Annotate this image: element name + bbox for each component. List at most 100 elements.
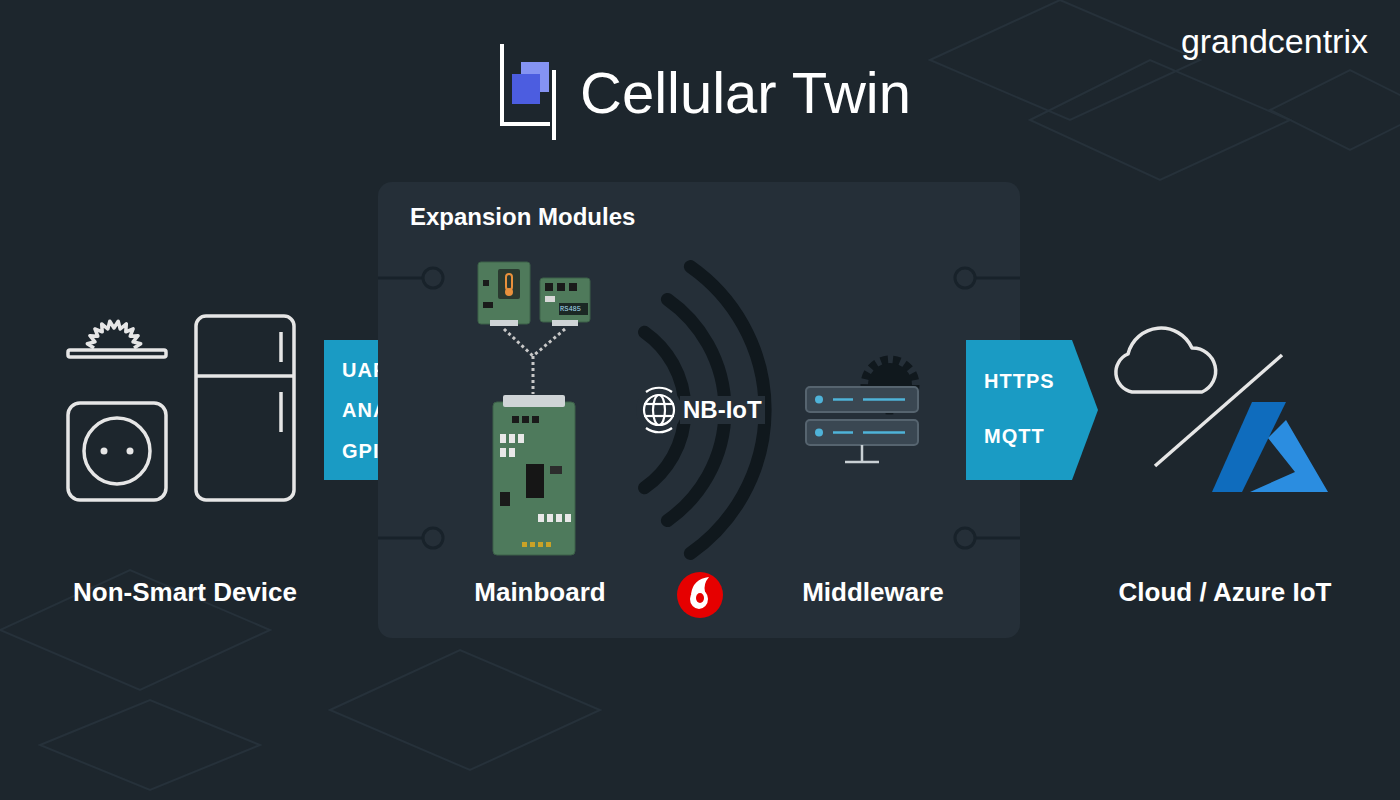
fridge-handle xyxy=(279,332,283,362)
fridge-divider xyxy=(196,374,294,378)
drawing-part xyxy=(646,388,672,392)
drawing-part xyxy=(522,542,527,547)
drawing-part xyxy=(378,268,1020,548)
component-label: Mainboard xyxy=(474,576,605,608)
drawing-part xyxy=(833,400,905,433)
component-group: Non-Smart Device xyxy=(40,300,330,620)
interface-arrow: HTTPSMQTT xyxy=(966,340,1098,480)
drawing-part xyxy=(691,577,709,594)
component-group: Middleware xyxy=(783,352,963,614)
nbiot-globe xyxy=(636,387,682,433)
drawing-part xyxy=(636,387,682,433)
cloud-azure-icons xyxy=(1090,310,1360,620)
drawing-part xyxy=(552,70,556,140)
drawing-part xyxy=(677,572,723,618)
drawing-part xyxy=(1030,60,1290,180)
drawing-part xyxy=(509,448,515,457)
saw-blade xyxy=(87,321,140,348)
drawing-part xyxy=(500,434,506,443)
drawing-part xyxy=(526,464,544,498)
drawing-part xyxy=(545,296,555,302)
drawing-part xyxy=(503,395,565,407)
drawing-part xyxy=(863,431,905,434)
drawing-part xyxy=(833,431,853,434)
drawing-part xyxy=(330,650,600,770)
drawing-part xyxy=(545,283,553,291)
drawing-part xyxy=(559,303,588,315)
drawing-part xyxy=(975,277,1020,280)
module-label: RS485 xyxy=(560,304,581,314)
component-label: Middleware xyxy=(802,576,944,608)
component-label: Cloud / Azure IoT xyxy=(1119,576,1332,608)
drawing-part xyxy=(565,514,571,522)
drawing-part xyxy=(423,528,443,548)
drawing-part xyxy=(966,340,1098,480)
protocol-arrow xyxy=(966,340,1098,480)
drawing-part xyxy=(502,44,550,124)
drawing-part xyxy=(815,396,823,404)
drawing-part xyxy=(546,542,551,547)
drawing-part xyxy=(653,395,665,425)
drawing-part xyxy=(696,593,704,603)
drawing-part xyxy=(378,537,423,540)
component-group: Mainboard RS485 xyxy=(460,252,620,614)
server-icon xyxy=(783,352,963,614)
drawing-part xyxy=(845,461,879,464)
drawing-part xyxy=(538,514,544,522)
drawing-part xyxy=(533,329,565,356)
drawing-part xyxy=(955,528,975,548)
drawing-part xyxy=(505,288,513,296)
main-circuit-board xyxy=(493,395,575,555)
drawing-part xyxy=(845,445,879,462)
drawing-part xyxy=(500,492,510,506)
drawing-part xyxy=(1212,402,1286,492)
drawing-part xyxy=(504,329,533,356)
drawing-part xyxy=(506,274,512,290)
socket-hole xyxy=(127,448,134,455)
saw-table xyxy=(68,350,166,357)
diagram-title: Cellular Twin xyxy=(580,58,911,128)
component-label: Non-Smart Device xyxy=(73,576,297,608)
expansion-panel: Expansion Modules xyxy=(378,182,1020,638)
drawing-part xyxy=(423,268,443,288)
azure-logo xyxy=(1212,402,1328,492)
drawing-part xyxy=(975,537,1020,540)
title-logo xyxy=(502,44,554,140)
drawing-part xyxy=(861,445,864,462)
signal-name: HTTPS xyxy=(984,367,1055,395)
module-bus xyxy=(504,329,565,394)
drawing-part xyxy=(40,700,260,790)
drawing-part xyxy=(644,403,674,405)
drawing-part xyxy=(538,542,543,547)
drawing-part xyxy=(644,388,674,433)
drawing-part xyxy=(532,416,539,423)
drawing-part xyxy=(490,320,518,326)
drawing-part xyxy=(569,283,577,291)
drawing-part xyxy=(815,429,823,437)
drawing-part xyxy=(500,448,506,457)
network-name: NB-IoT xyxy=(680,396,765,424)
drawing-part xyxy=(646,428,672,432)
rs485-module xyxy=(540,278,590,326)
brand-name: grandcentrix xyxy=(1181,20,1368,62)
drawing-part xyxy=(532,356,535,394)
fridge-handle xyxy=(279,392,283,432)
drawing-part xyxy=(522,416,529,423)
drawing-part xyxy=(644,415,674,417)
drawing-part xyxy=(833,398,853,401)
drawing-part xyxy=(550,466,562,474)
cloud-outline xyxy=(1116,328,1216,392)
drawing-part xyxy=(530,542,535,547)
drawing-part xyxy=(1250,420,1328,492)
drawing-part xyxy=(512,74,540,104)
component-group: Cloud / Azure IoT xyxy=(1090,310,1360,620)
socket-face xyxy=(84,418,150,484)
drawing-part xyxy=(378,277,423,280)
drawing-part xyxy=(557,283,565,291)
drawing-part xyxy=(806,420,918,445)
drawing-part xyxy=(512,416,519,423)
drawing-part xyxy=(863,398,905,401)
appliance-icons xyxy=(40,300,330,620)
